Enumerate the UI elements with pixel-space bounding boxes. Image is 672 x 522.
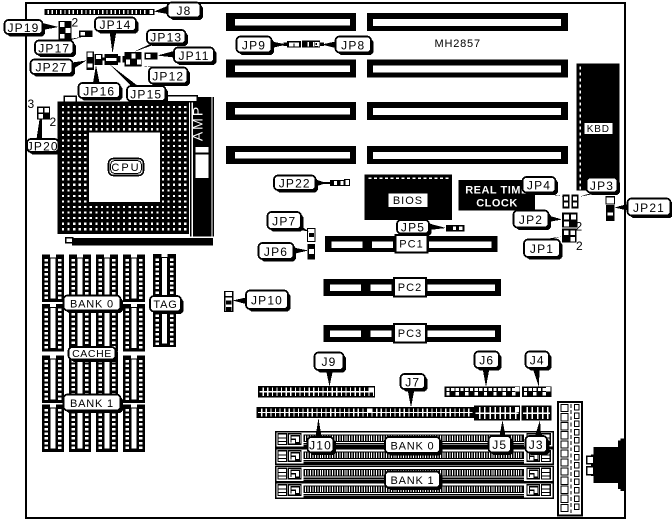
svg-text:BANK 1: BANK 1	[391, 475, 435, 487]
svg-text:JP14: JP14	[100, 18, 132, 32]
svg-text:JP19: JP19	[8, 21, 40, 35]
svg-text:2: 2	[576, 239, 583, 253]
svg-text:TAG: TAG	[153, 299, 177, 311]
svg-text:JP7: JP7	[272, 214, 296, 228]
svg-text:J9: J9	[322, 355, 337, 369]
svg-text:PC1: PC1	[399, 239, 423, 251]
svg-text:JP2: JP2	[519, 213, 543, 227]
svg-text:KBD: KBD	[587, 124, 610, 135]
svg-text:JP20: JP20	[27, 139, 59, 153]
svg-text:JP13: JP13	[150, 31, 182, 45]
svg-text:JP17: JP17	[38, 41, 70, 55]
svg-text:CPU: CPU	[111, 162, 140, 174]
svg-text:JP8: JP8	[341, 38, 365, 52]
svg-text:JP16: JP16	[83, 84, 115, 98]
svg-text:JP4: JP4	[527, 179, 551, 193]
svg-text:JP27: JP27	[36, 61, 68, 75]
svg-text:CLOCK: CLOCK	[476, 198, 518, 210]
svg-text:J3: J3	[529, 438, 544, 452]
svg-text:JP22: JP22	[279, 177, 311, 191]
svg-text:JP12: JP12	[152, 69, 184, 83]
svg-text:J8: J8	[177, 4, 192, 18]
svg-text:2: 2	[576, 220, 583, 234]
svg-text:JP3: JP3	[590, 179, 614, 193]
svg-text:J10: J10	[309, 439, 332, 453]
svg-text:MH2857: MH2857	[435, 38, 481, 50]
svg-text:BIOS: BIOS	[393, 195, 423, 207]
svg-text:REAL TIME: REAL TIME	[465, 185, 529, 197]
svg-text:AMP: AMP	[190, 105, 206, 141]
svg-text:J5: J5	[492, 438, 507, 452]
svg-text:BANK 0: BANK 0	[70, 298, 114, 310]
svg-text:JP21: JP21	[633, 201, 665, 215]
svg-text:2: 2	[72, 16, 79, 30]
svg-text:J6: J6	[479, 354, 494, 368]
svg-text:BANK 0: BANK 0	[391, 440, 435, 452]
svg-text:PC3: PC3	[398, 328, 422, 340]
svg-text:3: 3	[28, 97, 35, 111]
svg-text:J4: J4	[530, 354, 545, 368]
svg-text:BANK 1: BANK 1	[70, 398, 114, 410]
svg-text:JP11: JP11	[178, 49, 209, 63]
svg-text:J7: J7	[405, 375, 420, 389]
svg-text:JP15: JP15	[130, 87, 162, 101]
svg-text:2: 2	[50, 115, 57, 129]
svg-text:JP6: JP6	[264, 245, 288, 259]
svg-text:JP1: JP1	[530, 242, 554, 256]
svg-text:PC2: PC2	[398, 282, 422, 294]
svg-text:JP9: JP9	[242, 38, 266, 52]
svg-text:CACHE: CACHE	[72, 348, 112, 360]
svg-text:JP10: JP10	[251, 294, 283, 308]
svg-text:JP5: JP5	[401, 221, 425, 235]
